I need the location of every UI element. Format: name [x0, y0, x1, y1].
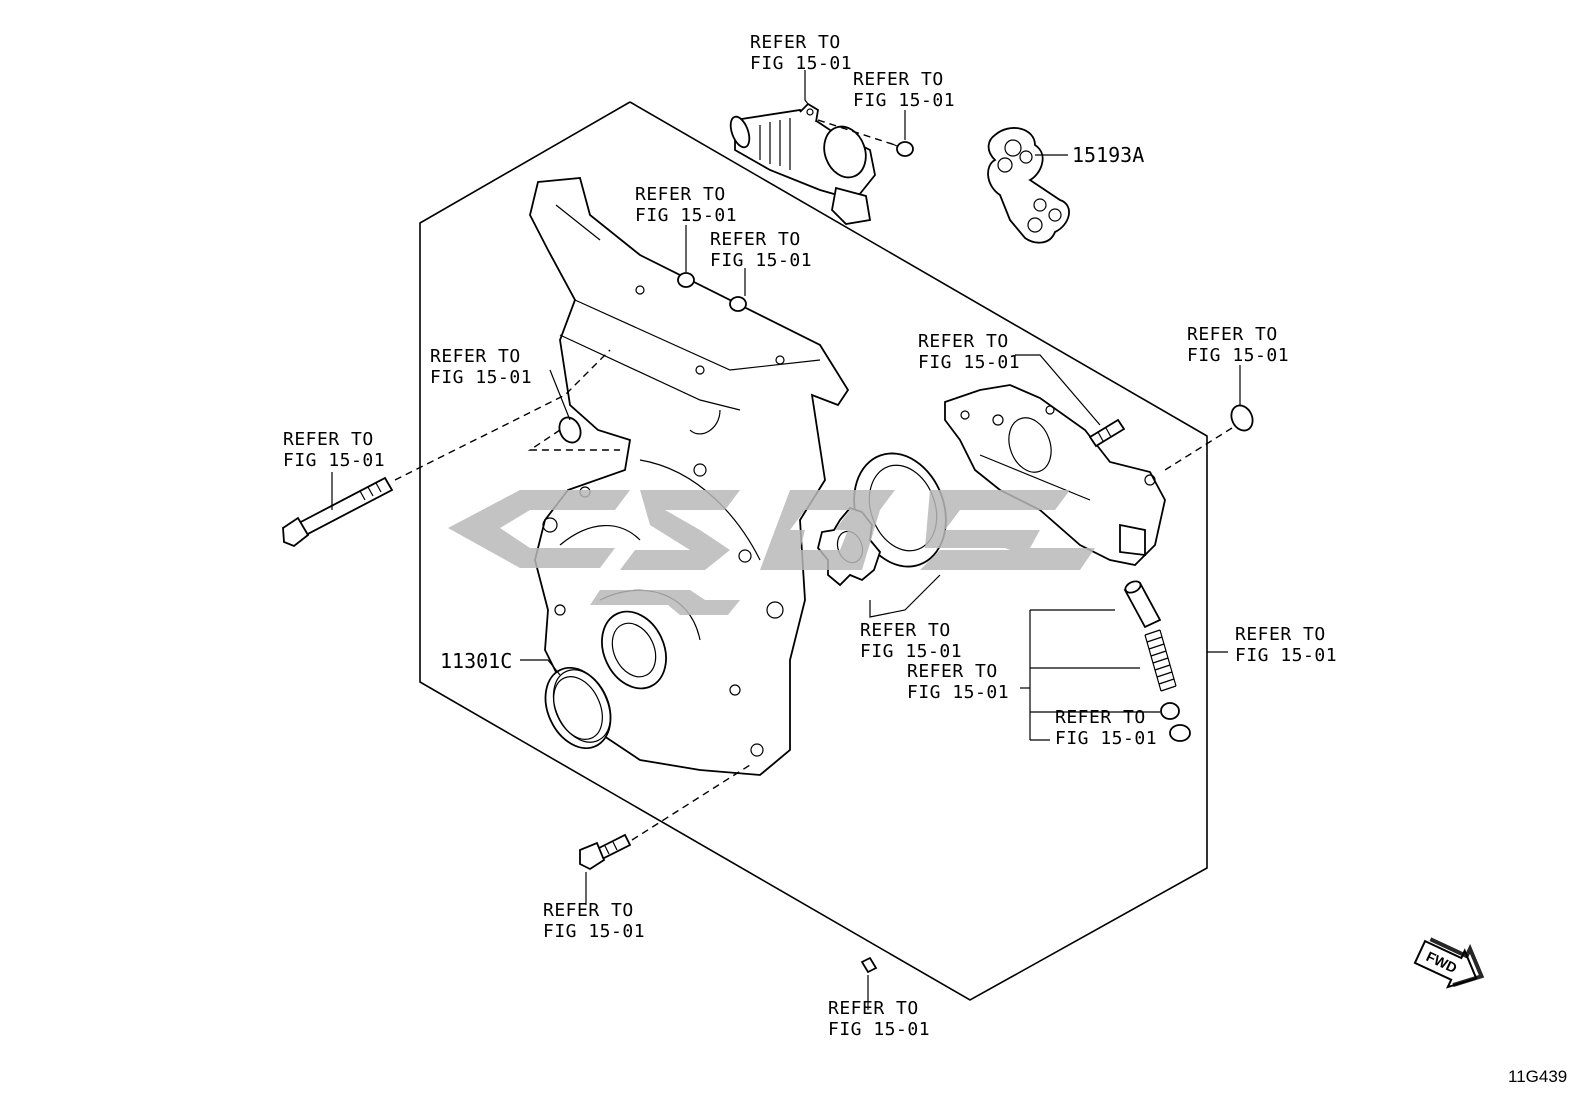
- svg-text:REFER TO: REFER TO: [283, 429, 374, 450]
- figure-id: 11G439: [1508, 1067, 1567, 1086]
- svg-text:REFER TO: REFER TO: [907, 661, 998, 682]
- svg-text:REFER TO: REFER TO: [828, 998, 919, 1019]
- leader-o-ring-left: [549, 369, 571, 421]
- o-ring-right-leader: [1164, 427, 1233, 471]
- ref-label-retainer[interactable]: REFER TO FIG 15-01: [1055, 707, 1157, 749]
- ref-label-ocv[interactable]: REFER TO FIG 15-01: [750, 32, 852, 74]
- watermark-logo: [448, 490, 1095, 615]
- o-ring-right: [1230, 404, 1254, 432]
- svg-text:REFER TO: REFER TO: [710, 229, 801, 250]
- leader-ocv: [804, 70, 809, 105]
- ref-label-relief-valve[interactable]: REFER TO FIG 15-01: [907, 661, 1009, 703]
- o-ring-left: [558, 416, 582, 444]
- leader-pump: [1015, 354, 1101, 426]
- fwd-arrow-icon: FWD: [1413, 937, 1485, 989]
- svg-text:FIG 15-01: FIG 15-01: [1235, 645, 1337, 666]
- svg-text:REFER TO: REFER TO: [1055, 707, 1146, 728]
- long-bolt: [282, 476, 394, 548]
- svg-text:FIG 15-01: FIG 15-01: [1055, 728, 1157, 749]
- short-bolt-leader: [631, 764, 751, 841]
- svg-text:FIG 15-01: FIG 15-01: [635, 205, 737, 226]
- ref-label-o-ring-right[interactable]: REFER TO FIG 15-01: [1187, 324, 1289, 366]
- svg-text:FIG 15-01: FIG 15-01: [750, 53, 852, 74]
- svg-text:FIG 15-01: FIG 15-01: [543, 921, 645, 942]
- o-ring-left-leader: [527, 429, 620, 451]
- svg-text:FIG 15-01: FIG 15-01: [853, 90, 955, 111]
- leader-11301c: [520, 659, 561, 676]
- ref-label-plug-2[interactable]: REFER TO FIG 15-01: [710, 229, 812, 271]
- ref-label-plug-1[interactable]: REFER TO FIG 15-01: [635, 184, 737, 226]
- svg-text:FIG 15-01: FIG 15-01: [283, 450, 385, 471]
- pump-bolt: [1088, 418, 1126, 448]
- ocv-bolt: [889, 141, 914, 157]
- svg-text:REFER TO: REFER TO: [635, 184, 726, 205]
- part-number-11301c[interactable]: 11301C: [440, 649, 512, 673]
- timing-cover: [529, 177, 850, 776]
- oil-seal-11301c: [544, 666, 612, 750]
- ref-label-pump-bolt[interactable]: REFER TO FIG 15-01: [918, 331, 1020, 373]
- svg-text:FIG 15-01: FIG 15-01: [828, 1019, 930, 1040]
- plug-1: [677, 272, 695, 288]
- svg-text:FIG 15-01: FIG 15-01: [1187, 345, 1289, 366]
- ref-label-long-bolt[interactable]: REFER TO FIG 15-01: [283, 429, 385, 471]
- svg-text:FIG 15-01: FIG 15-01: [907, 682, 1009, 703]
- relief-valve-plunger: [1123, 580, 1162, 629]
- gasket-15193a: [987, 127, 1070, 244]
- svg-text:REFER TO: REFER TO: [1187, 324, 1278, 345]
- svg-text:REFER TO: REFER TO: [860, 620, 951, 641]
- svg-text:REFER TO: REFER TO: [543, 900, 634, 921]
- part-number-15193a[interactable]: 15193A: [1072, 143, 1144, 167]
- svg-text:REFER TO: REFER TO: [918, 331, 1009, 352]
- oil-pump-body: [944, 384, 1166, 566]
- relief-valve-retainer: [1169, 724, 1191, 742]
- svg-text:REFER TO: REFER TO: [750, 32, 841, 53]
- ref-label-ocv-bolt[interactable]: REFER TO FIG 15-01: [853, 69, 955, 111]
- ref-label-boundary-right[interactable]: REFER TO FIG 15-01: [1235, 624, 1337, 666]
- svg-text:REFER TO: REFER TO: [1235, 624, 1326, 645]
- ref-label-rotors[interactable]: REFER TO FIG 15-01: [860, 620, 962, 662]
- svg-text:FIG 15-01: FIG 15-01: [430, 367, 532, 388]
- svg-text:FIG 15-01: FIG 15-01: [860, 641, 962, 662]
- assembly-boundary: [419, 101, 1208, 1001]
- relief-valve-washer: [1160, 702, 1180, 720]
- ref-label-dowel[interactable]: REFER TO FIG 15-01: [828, 998, 930, 1040]
- relief-valve-spring: [1144, 629, 1177, 692]
- ref-label-o-ring-left[interactable]: REFER TO FIG 15-01: [430, 346, 532, 388]
- svg-text:FIG 15-01: FIG 15-01: [918, 352, 1020, 373]
- short-bolt: [579, 833, 632, 871]
- ocv-bolt-leader: [817, 119, 896, 146]
- long-bolt-leader: [394, 349, 611, 481]
- relief-valve-bracket: [1020, 609, 1160, 741]
- svg-text:FIG 15-01: FIG 15-01: [710, 250, 812, 271]
- rotor-leader: [869, 574, 941, 618]
- svg-text:REFER TO: REFER TO: [430, 346, 521, 367]
- oil-control-valve: [729, 102, 876, 225]
- plug-2: [729, 296, 747, 312]
- dowel-pin: [860, 956, 878, 974]
- svg-text:REFER TO: REFER TO: [853, 69, 944, 90]
- ref-label-short-bolt[interactable]: REFER TO FIG 15-01: [543, 900, 645, 942]
